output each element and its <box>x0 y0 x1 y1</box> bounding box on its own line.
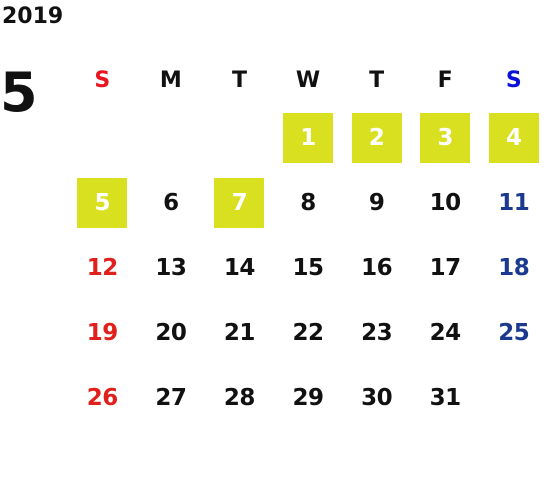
date-number <box>489 373 539 423</box>
holiday-date: 1 <box>283 112 334 163</box>
holiday-date: 7 <box>214 177 265 228</box>
date-number: 15 <box>292 254 325 281</box>
day-cell-monday: 20 <box>137 300 206 365</box>
day-cell-wednesday: 1 <box>274 105 343 170</box>
weekday-saturday: S <box>505 68 522 93</box>
day-cell-saturday: 4 <box>479 105 548 170</box>
weekday-header-row: S M T W T F S <box>68 58 548 104</box>
date-number: 10 <box>429 189 462 216</box>
week-row: 26 27 28 29 30 31 <box>68 365 548 430</box>
day-cell-thursday: 23 <box>342 300 411 365</box>
date-number: 28 <box>223 384 256 411</box>
date-number: 12 <box>86 254 119 281</box>
date-number <box>146 113 196 163</box>
date-number: 21 <box>223 319 256 346</box>
day-cell-thursday: 30 <box>342 365 411 430</box>
day-cell-tuesday: 7 <box>205 170 274 235</box>
date-number: 11 <box>498 189 530 216</box>
day-cell-saturday: 11 <box>479 170 548 235</box>
day-cell-sunday: 5 <box>68 170 137 235</box>
day-cell-friday: 10 <box>411 170 480 235</box>
month-label: 5 <box>0 61 38 124</box>
date-number: 23 <box>361 319 393 346</box>
date-number <box>77 113 127 163</box>
holiday-date: 5 <box>77 177 128 228</box>
date-number: 16 <box>361 254 393 281</box>
day-cell-tuesday: 21 <box>205 300 274 365</box>
week-row: 12 13 14 15 16 17 18 <box>68 235 548 300</box>
date-number: 9 <box>368 189 385 216</box>
day-cell-saturday: 25 <box>479 300 548 365</box>
day-cell-tuesday <box>205 105 274 170</box>
day-cell-wednesday: 29 <box>274 365 343 430</box>
weekday-tuesday: T <box>231 68 247 93</box>
holiday-date: 4 <box>488 112 539 163</box>
day-cell-monday: 27 <box>137 365 206 430</box>
day-cell-friday: 3 <box>411 105 480 170</box>
date-number: 27 <box>155 384 187 411</box>
date-number: 8 <box>300 189 316 216</box>
day-cell-tuesday: 28 <box>205 365 274 430</box>
weekday-monday: M <box>159 68 182 93</box>
day-cell-wednesday: 8 <box>274 170 343 235</box>
date-number: 14 <box>223 254 256 281</box>
day-cell-monday: 13 <box>137 235 206 300</box>
day-cell-tuesday: 14 <box>205 235 274 300</box>
day-cell-friday: 31 <box>411 365 480 430</box>
holiday-date: 3 <box>420 112 471 163</box>
date-number: 24 <box>429 319 462 346</box>
date-number: 17 <box>429 254 462 281</box>
day-cell-sunday: 12 <box>68 235 137 300</box>
week-row: 19 20 21 22 23 24 25 <box>68 300 548 365</box>
date-number: 29 <box>292 384 325 411</box>
day-cell-monday: 6 <box>137 170 206 235</box>
day-cell-sunday: 19 <box>68 300 137 365</box>
date-number: 20 <box>155 319 187 346</box>
date-number: 18 <box>498 254 530 281</box>
day-cell-friday: 17 <box>411 235 480 300</box>
weekday-wednesday: W <box>295 68 321 93</box>
day-cell-thursday: 2 <box>342 105 411 170</box>
day-cell-wednesday: 15 <box>274 235 343 300</box>
year-label: 2019 <box>2 4 64 29</box>
date-number <box>214 113 264 163</box>
day-cell-wednesday: 22 <box>274 300 343 365</box>
weekday-friday: F <box>437 68 453 93</box>
day-cell-saturday <box>479 365 548 430</box>
date-number: 19 <box>86 319 119 346</box>
date-number: 13 <box>155 254 187 281</box>
weekday-sunday: S <box>94 68 111 93</box>
day-cell-sunday: 26 <box>68 365 137 430</box>
holiday-date: 2 <box>351 112 402 163</box>
date-number: 26 <box>86 384 119 411</box>
day-cell-thursday: 9 <box>342 170 411 235</box>
date-number: 31 <box>429 384 462 411</box>
day-cell-sunday <box>68 105 137 170</box>
day-cell-monday <box>137 105 206 170</box>
date-number: 25 <box>498 319 530 346</box>
date-number: 30 <box>361 384 393 411</box>
date-number: 22 <box>292 319 325 346</box>
weekday-thursday: T <box>369 68 385 93</box>
day-cell-saturday: 18 <box>479 235 548 300</box>
date-number: 6 <box>163 189 179 216</box>
day-cell-thursday: 16 <box>342 235 411 300</box>
day-cell-friday: 24 <box>411 300 480 365</box>
week-row: 5 6 7 8 9 10 11 <box>68 170 548 235</box>
